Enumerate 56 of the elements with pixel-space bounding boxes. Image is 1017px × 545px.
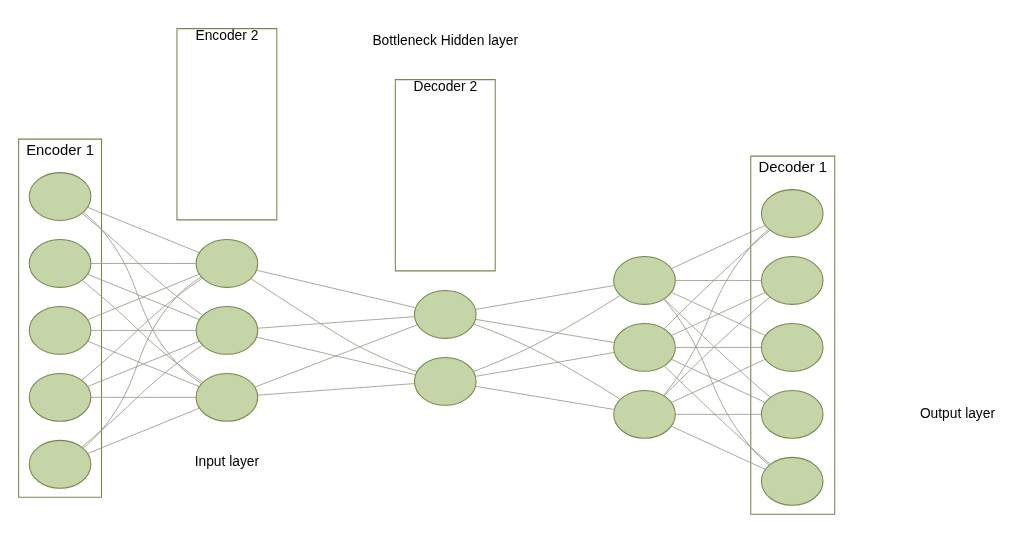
- connector: [81, 213, 203, 316]
- node-circle: [413, 290, 477, 339]
- connector: [90, 330, 197, 331]
- node-circle: [413, 357, 477, 406]
- connector: [475, 352, 615, 377]
- connector: [257, 316, 415, 329]
- node-circle: [195, 239, 259, 288]
- node-circle: [28, 239, 92, 288]
- node-circle: [760, 389, 824, 439]
- node-box: Decoder 2: [394, 79, 496, 272]
- connector: [87, 206, 200, 254]
- connector: [475, 285, 615, 310]
- node-circle: [28, 439, 92, 489]
- connector: [82, 276, 202, 449]
- connector: [674, 280, 762, 281]
- connector: [671, 358, 766, 403]
- node-circle: [28, 372, 92, 422]
- connector: [671, 425, 766, 470]
- connector: [663, 229, 771, 330]
- connector: [90, 263, 197, 264]
- node-circle: [760, 189, 824, 238]
- connector: [663, 365, 771, 465]
- connector: [674, 413, 762, 415]
- connector: [257, 383, 415, 396]
- connector: [81, 344, 203, 448]
- label: Bottleneck Hidden layer: [372, 31, 519, 48]
- node-box: Encoder 2: [176, 28, 278, 221]
- label: Input layer: [194, 452, 260, 469]
- connector: [250, 278, 418, 373]
- node-circle: [613, 256, 676, 305]
- connector: [473, 295, 621, 372]
- connector: [663, 228, 770, 396]
- node-circle: [613, 323, 676, 372]
- node-circle: [28, 305, 92, 355]
- cluster: Encoder 1: [18, 138, 103, 498]
- connector: [674, 347, 762, 348]
- connector: [473, 323, 621, 400]
- connector: [83, 211, 202, 384]
- connector: [475, 318, 615, 343]
- connector: [256, 336, 416, 376]
- node-circle: [760, 323, 824, 372]
- node-circle: [28, 172, 92, 221]
- node-circle: [760, 456, 824, 506]
- connector: [671, 224, 766, 269]
- connector: [475, 385, 615, 410]
- connector: [90, 396, 197, 398]
- node-circle: [613, 389, 676, 439]
- label: Output layer: [919, 404, 996, 421]
- connector: [87, 407, 200, 454]
- cluster: Decoder 1: [750, 155, 836, 515]
- node-circle: [195, 372, 259, 422]
- node-circle: [195, 305, 259, 355]
- connector: [663, 298, 770, 466]
- connector: [254, 324, 418, 388]
- connector: [256, 269, 416, 309]
- node-circle: [760, 256, 824, 305]
